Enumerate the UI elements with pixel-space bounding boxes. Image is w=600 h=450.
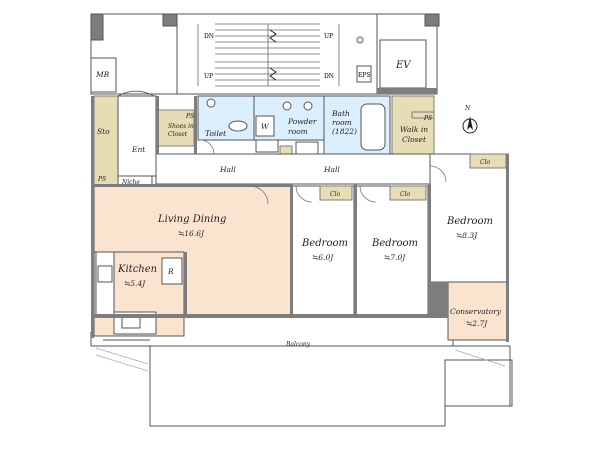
ps-label-wic: PS [423, 115, 432, 122]
compass-n-icon: N [464, 105, 471, 112]
powder-label-1: Powder [287, 117, 317, 126]
bedroom-3: Clo Bedroom ≒8.3J [429, 153, 509, 283]
bedroom-2: Clo Bedroom ≒7.0J [355, 185, 429, 317]
bedroom-1: Clo Bedroom ≒6.0J [291, 185, 355, 317]
toilet-icon [228, 120, 248, 132]
ev-label: EV [395, 60, 412, 71]
bedroom-3-area: ≒8.3J [456, 231, 478, 240]
bedroom-2-clo: Clo [400, 191, 411, 198]
niche-label: Niche [121, 179, 140, 186]
hallway: Hall Hall [155, 153, 437, 185]
ps-label-ent: PS [97, 176, 106, 183]
sink-icon-2 [303, 101, 313, 111]
stair-label-dn-2: DN [324, 73, 334, 80]
kitchen-label: Kitchen [117, 264, 157, 275]
washer-label: W [261, 122, 270, 131]
wash-basin-icon [206, 98, 216, 108]
bedroom-3-clo: Clo [480, 159, 491, 166]
bedroom-2-label: Bedroom [371, 238, 418, 249]
stair-label-dn-1: DN [204, 33, 214, 40]
wet-area: Toilet W Powder room Bath room (1822) [197, 95, 391, 155]
sto-label: Sto [97, 127, 110, 136]
walk-in-closet: Walk in Closet PS [391, 95, 435, 155]
conservatory: Conservatory ≒2.7J [447, 281, 509, 341]
wic-label-1: Walk in [400, 125, 428, 134]
door-swings [199, 139, 447, 205]
stairwell: DN UP UP DN EPS [176, 13, 378, 95]
stair-label-up-2: UP [204, 73, 213, 80]
bath-label-3: (1822) [332, 127, 357, 136]
conservatory-area: ≒2.7J [466, 319, 488, 328]
mb-closet: MB [90, 57, 117, 93]
shoes-label-1: Shoes in [168, 123, 194, 130]
ent-label: Ent [131, 145, 146, 154]
bath-label-2: room [332, 118, 352, 127]
kitchen-area: ≒5.4J [124, 279, 146, 288]
balcony-hatch [95, 347, 506, 372]
mb-label: MB [95, 70, 110, 79]
conservatory-label: Conservatory [450, 307, 502, 316]
living-dining-label: Living Dining [157, 214, 226, 225]
toilet-label: Toilet [205, 129, 227, 138]
bath-label-1: Bath [331, 109, 350, 118]
storage-sto: Sto [93, 95, 119, 187]
bedroom-2-area: ≒7.0J [384, 253, 406, 262]
ps-label-shoes: PS [185, 113, 194, 120]
eps-label: EPS [358, 72, 371, 79]
bedroom-1-clo: Clo [330, 191, 341, 198]
compass: N [462, 105, 478, 134]
stair-label-up-1: UP [324, 33, 333, 40]
hall-left-label: Hall [219, 165, 236, 174]
refrigerator-label: R [167, 267, 174, 276]
stove-icon [97, 265, 113, 283]
hall-right-label: Hall [323, 165, 340, 174]
shoes-in-closet: Shoes in Closet PS [157, 109, 195, 147]
bedroom-1-label: Bedroom [301, 238, 348, 249]
walls [91, 96, 509, 342]
north-arrow-icon [467, 116, 473, 130]
living-dining-area: ≒16.6J [178, 229, 205, 238]
powder-label-2: room [288, 127, 308, 136]
kitchen: R Kitchen ≒5.4J [93, 251, 185, 337]
entrance: Ent Niche PS [97, 90, 157, 187]
sink-icon-1 [282, 101, 292, 111]
wic-label-2: Closet [402, 135, 427, 144]
bathtub-icon [360, 103, 386, 151]
shoes-label-2: Closet [168, 131, 188, 138]
elevator: EV [377, 39, 437, 94]
balcony-label: Balcony [285, 341, 311, 348]
bedroom-3-label: Bedroom [446, 216, 493, 227]
bedroom-1-area: ≒6.0J [312, 253, 334, 262]
